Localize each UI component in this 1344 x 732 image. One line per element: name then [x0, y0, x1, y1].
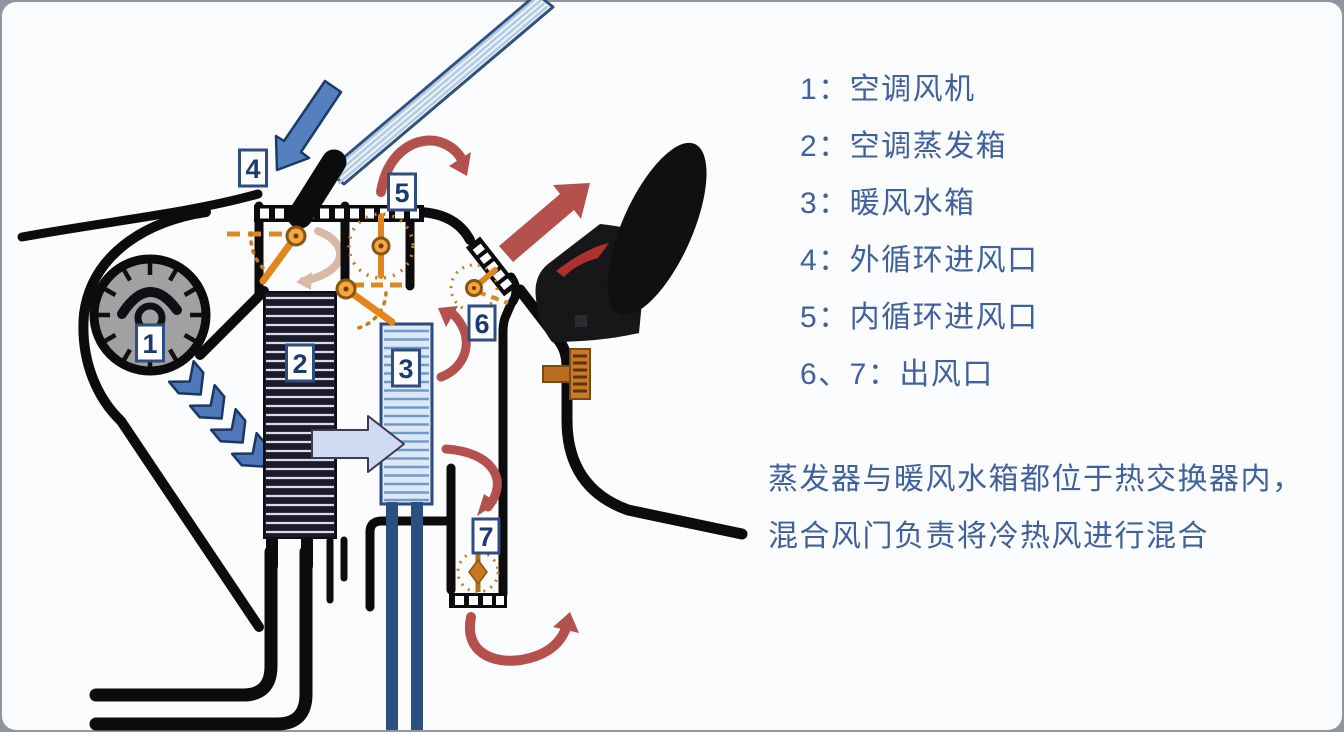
evaporator: [263, 291, 337, 539]
part-label-1: 1: [135, 323, 165, 363]
mixed-air-arrow: [311, 415, 405, 473]
floor-vent-strip: [449, 593, 507, 608]
part-label-7: 7: [471, 517, 501, 555]
floor-pipe-outer: [89, 545, 278, 702]
svg-text:4: 4: [245, 154, 260, 184]
damper-face-vent: [449, 263, 509, 313]
svg-text:5: 5: [394, 178, 409, 208]
red-airflow-arrows: [376, 135, 590, 666]
legend-item-1: 1：空调风机: [800, 72, 976, 106]
steering-wheel: [607, 142, 707, 316]
damper-intake: [347, 212, 415, 280]
column-red-accent: [556, 243, 609, 277]
windshield-base: [287, 149, 347, 229]
legend-item-4: 4：外循环进风口: [800, 243, 1039, 277]
part-label-3: 3: [391, 348, 421, 388]
airflow-chevrons: [167, 359, 268, 468]
fan-arc-symbol: [117, 287, 182, 319]
legend-item-6: 6、7：出风口: [800, 357, 994, 391]
blower-scroll: [78, 207, 264, 632]
duct-structure: [17, 189, 748, 731]
legend-item-5: 5：内循环进风口: [800, 300, 1039, 334]
note-line-1: 蒸发器与暖风水箱都位于热交换器内，: [768, 463, 1304, 496]
svg-text:2: 2: [292, 349, 307, 379]
legend-item-2: 2：空调蒸发箱: [800, 129, 1008, 163]
svg-text:7: 7: [478, 522, 493, 552]
dampers: [227, 212, 509, 594]
part-label-2: 2: [285, 343, 315, 383]
heater-top-arrow: [436, 306, 471, 382]
recirc-arrow: [376, 135, 471, 197]
hvac-diagram: 1 2 3 4 5 6 7: [17, 0, 748, 731]
blower-fan: [89, 254, 211, 376]
damper-mix: [335, 278, 406, 330]
windshield: [287, 0, 555, 229]
svg-text:3: 3: [398, 354, 413, 384]
svg-text:6: 6: [474, 309, 489, 339]
note-text: 蒸发器与暖风水箱都位于热交换器内， 混合风门负责将冷热风进行混合: [768, 451, 1304, 565]
outside-air-arrow: [274, 79, 343, 172]
heater-pipes: [386, 502, 423, 730]
floor-duct-arrow: [441, 444, 502, 516]
svg-text:1: 1: [142, 329, 157, 359]
floor-pipe-inner: [89, 545, 313, 731]
face-vent-strip: [465, 236, 519, 297]
part-label-5: 5: [387, 172, 417, 212]
damper-floor-vent: [456, 549, 500, 594]
faded-air-swirl: [296, 227, 345, 290]
defrost-arrow: [499, 183, 590, 262]
part-label-6: 6: [467, 304, 497, 342]
note-line-2: 混合风门负责将冷热风进行混合: [768, 520, 1209, 553]
hood-line: [17, 189, 263, 242]
part-label-4: 4: [238, 148, 268, 188]
legend: 1：空调风机 2：空调蒸发箱 3：暖风水箱 4：外循环进风口 5：内循环进风口 …: [800, 57, 1039, 399]
part-labels: 1 2 3 4 5 6 7: [135, 148, 501, 555]
floor-out-arrow: [464, 612, 579, 666]
legend-item-3: 3：暖风水箱: [800, 186, 976, 220]
dash-vent-actuator: [542, 348, 591, 400]
fan-ticks: [98, 263, 202, 367]
damper-recirculation: [227, 225, 307, 285]
